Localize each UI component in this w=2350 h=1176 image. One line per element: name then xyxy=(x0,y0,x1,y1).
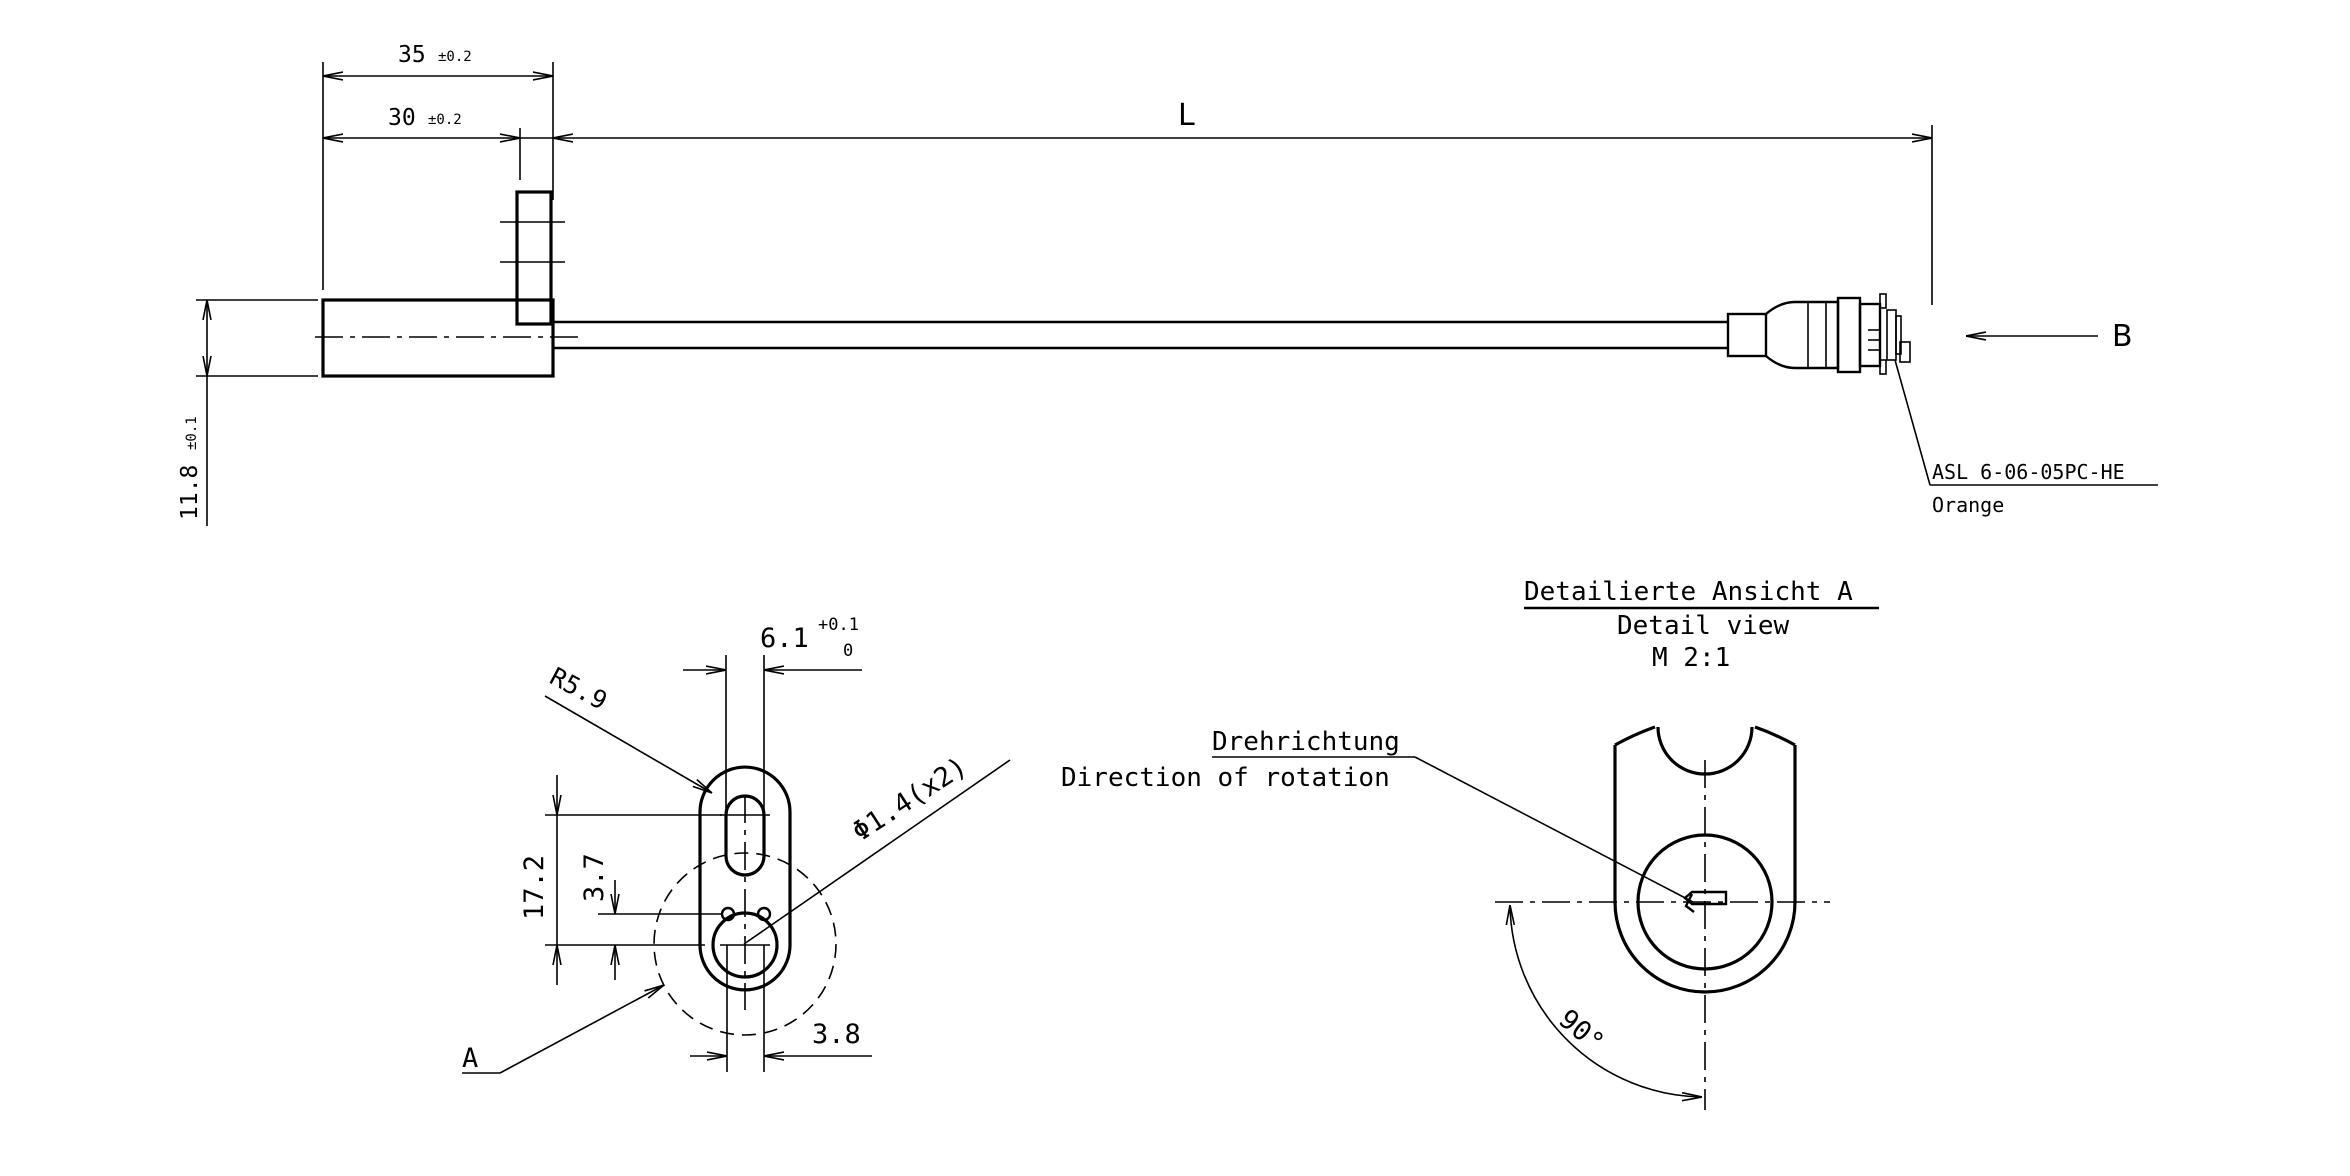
angle-arc xyxy=(1510,905,1702,1097)
dim-35-label: 35 xyxy=(398,42,426,68)
dim-3-7-label: 3.7 xyxy=(579,853,610,902)
connector-head xyxy=(1836,296,1862,374)
connector-latch xyxy=(1879,293,1887,309)
rotation-label-en: Direction of rotation xyxy=(1061,763,1390,793)
connector-tip xyxy=(1858,302,1882,368)
dim-11-8-group: 11.8 ±0.1 xyxy=(177,416,203,520)
connector-boot xyxy=(1765,300,1840,370)
rotation-leader xyxy=(1414,756,1694,903)
dim-6-1-label: 6.1 xyxy=(760,623,809,654)
hole-leader xyxy=(743,759,1011,945)
sensor-flange xyxy=(515,190,553,326)
connector-face xyxy=(1886,309,1897,361)
inner-slot xyxy=(724,794,766,877)
radius-label: R5.9 xyxy=(545,662,612,716)
detail-a-label: A xyxy=(462,1043,478,1074)
dim-30-label: 30 xyxy=(388,105,416,131)
rotation-label-de: Drehrichtung xyxy=(1212,727,1400,757)
angle-label: 90° xyxy=(1553,1004,1610,1059)
detail-part-top-right xyxy=(1754,725,1796,747)
bottom-view: 6.1 +0.1 0 R5.9 17.2 3.7 Φ1.4(x2) 3.8 A xyxy=(462,615,1011,1074)
callout-leader xyxy=(1894,359,1931,486)
detail-scale: M 2:1 xyxy=(1652,643,1730,673)
connector-pin-area xyxy=(1899,341,1911,363)
dim-3-8-label: 3.8 xyxy=(812,1019,861,1050)
detail-title-de: Detailierte Ansicht A xyxy=(1524,577,1853,607)
connector-sleeve xyxy=(1726,312,1768,358)
slot-outline xyxy=(698,765,792,992)
dim-17-2-label: 17.2 xyxy=(519,855,550,920)
connector-part-number: ASL 6-06-05PC-HE xyxy=(1932,460,2125,484)
top-view: 35 ±0.2 30 ±0.2 L 11.8 ±0.1 xyxy=(177,42,2158,526)
dim-6-1-tol-lower: 0 xyxy=(843,641,853,661)
small-hole-right xyxy=(756,906,772,922)
sensor-body xyxy=(321,298,555,378)
detail-title-en: Detail view xyxy=(1617,611,1790,641)
connector xyxy=(1726,293,1911,375)
dim-6-1-tol-upper: +0.1 xyxy=(818,615,859,635)
view-label-b: B xyxy=(2112,319,2133,354)
detail-view: Detailierte Ansicht A Detail view M 2:1 … xyxy=(1061,577,1879,1110)
detail-part-top-left xyxy=(1614,725,1656,747)
dim-35-tolerance: ±0.2 xyxy=(438,49,472,65)
connector-color: Orange xyxy=(1932,493,2004,517)
connector-face xyxy=(1895,315,1902,355)
radius-leader xyxy=(544,695,712,793)
detail-a-leader xyxy=(499,985,664,1074)
dim-11-8-label: 11.8 xyxy=(177,465,203,520)
dim-L-label: L xyxy=(1178,98,1195,133)
connector-latch xyxy=(1879,359,1887,375)
dim-11-8-tolerance: ±0.1 xyxy=(184,416,200,450)
dim-30-tolerance: ±0.2 xyxy=(428,112,462,128)
